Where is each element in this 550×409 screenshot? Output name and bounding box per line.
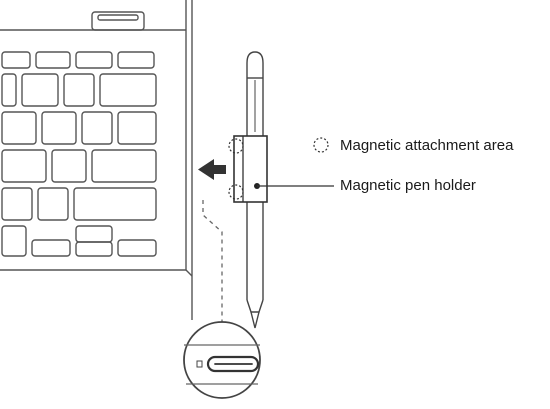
attachment-area-top <box>228 138 244 154</box>
key <box>99 73 157 107</box>
holder-body <box>233 135 268 203</box>
key <box>51 149 87 183</box>
key <box>81 111 113 145</box>
key <box>75 241 113 257</box>
attach-direction-arrow <box>198 159 226 180</box>
key <box>1 111 37 145</box>
key <box>35 51 71 69</box>
magnetic-attachment-area-label: Magnetic attachment area <box>340 137 514 154</box>
key <box>73 187 157 221</box>
key <box>117 239 157 257</box>
magnetic-pen-holder-label: Magnetic pen holder <box>340 177 476 194</box>
key <box>21 73 59 107</box>
key <box>117 111 157 145</box>
pen-cap-end <box>246 51 264 64</box>
arrow-shaft <box>212 165 226 174</box>
magnified-slot-detail <box>183 321 261 399</box>
attachment-area-bottom <box>228 184 244 200</box>
key <box>91 149 157 183</box>
laptop-illustration <box>0 0 193 320</box>
legend-dashed-circle-icon <box>313 137 329 153</box>
key <box>31 239 71 257</box>
key <box>41 111 77 145</box>
key <box>37 187 69 221</box>
key <box>1 51 31 69</box>
slot-indicator <box>196 360 203 368</box>
laptop-hinge-inner <box>97 14 139 21</box>
key <box>1 187 33 221</box>
laptop-lid-bottom <box>185 269 193 277</box>
magnifier-circle <box>183 321 261 399</box>
dashed-leader-line <box>202 200 223 322</box>
arrow-head <box>198 159 214 180</box>
magnetic-pen-holder <box>228 135 268 203</box>
laptop-body-outline <box>0 0 187 271</box>
keyboard <box>1 51 157 257</box>
key <box>1 225 27 257</box>
key <box>1 73 17 107</box>
key <box>75 225 113 243</box>
key <box>63 73 95 107</box>
slot-opening <box>206 355 260 373</box>
pen-tip-taper <box>246 299 264 313</box>
key <box>117 51 155 69</box>
pen-tip <box>250 311 260 329</box>
key <box>1 149 47 183</box>
key <box>75 51 113 69</box>
